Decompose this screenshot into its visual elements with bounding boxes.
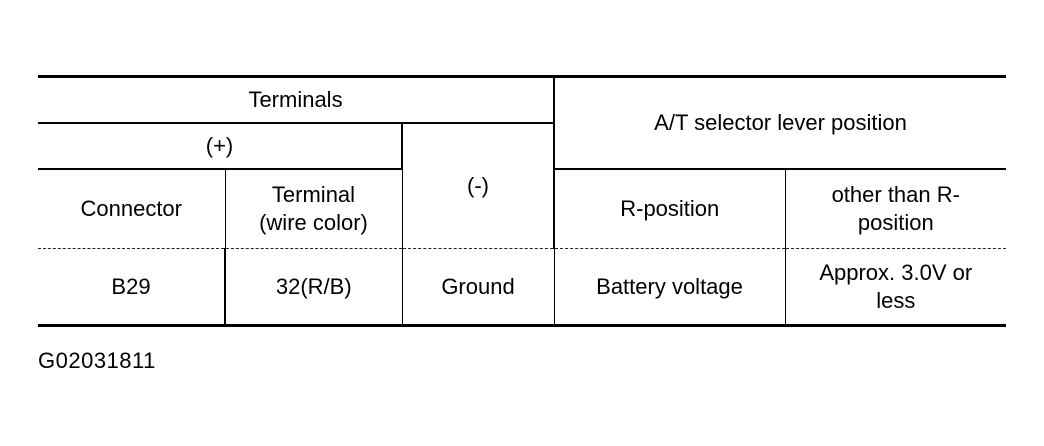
header-selector-lever-position: A/T selector lever position bbox=[554, 75, 1007, 170]
cell-negative: Ground bbox=[402, 248, 555, 327]
header-other-than-r-position: other than R- position bbox=[785, 168, 1007, 249]
spec-table-container: Terminals A/T selector lever position (+… bbox=[38, 75, 1007, 327]
figure-id: G02031811 bbox=[38, 348, 156, 373]
header-positive: (+) bbox=[38, 122, 403, 170]
cell-connector: B29 bbox=[38, 248, 226, 327]
table-row: B29 32(R/B) Ground Battery voltage Appro… bbox=[38, 248, 1007, 327]
cell-r-position: Battery voltage bbox=[554, 248, 786, 327]
header-terminals: Terminals bbox=[38, 75, 556, 124]
header-negative: (-) bbox=[402, 122, 556, 249]
header-r-position: R-position bbox=[554, 168, 786, 249]
cell-other-than-r-position: Approx. 3.0V or less bbox=[785, 248, 1007, 327]
header-connector: Connector bbox=[38, 168, 226, 249]
terminal-spec-table: Terminals A/T selector lever position (+… bbox=[38, 75, 1007, 327]
cell-terminal: 32(R/B) bbox=[225, 248, 403, 327]
header-terminal-wire-color: Terminal (wire color) bbox=[225, 168, 403, 249]
